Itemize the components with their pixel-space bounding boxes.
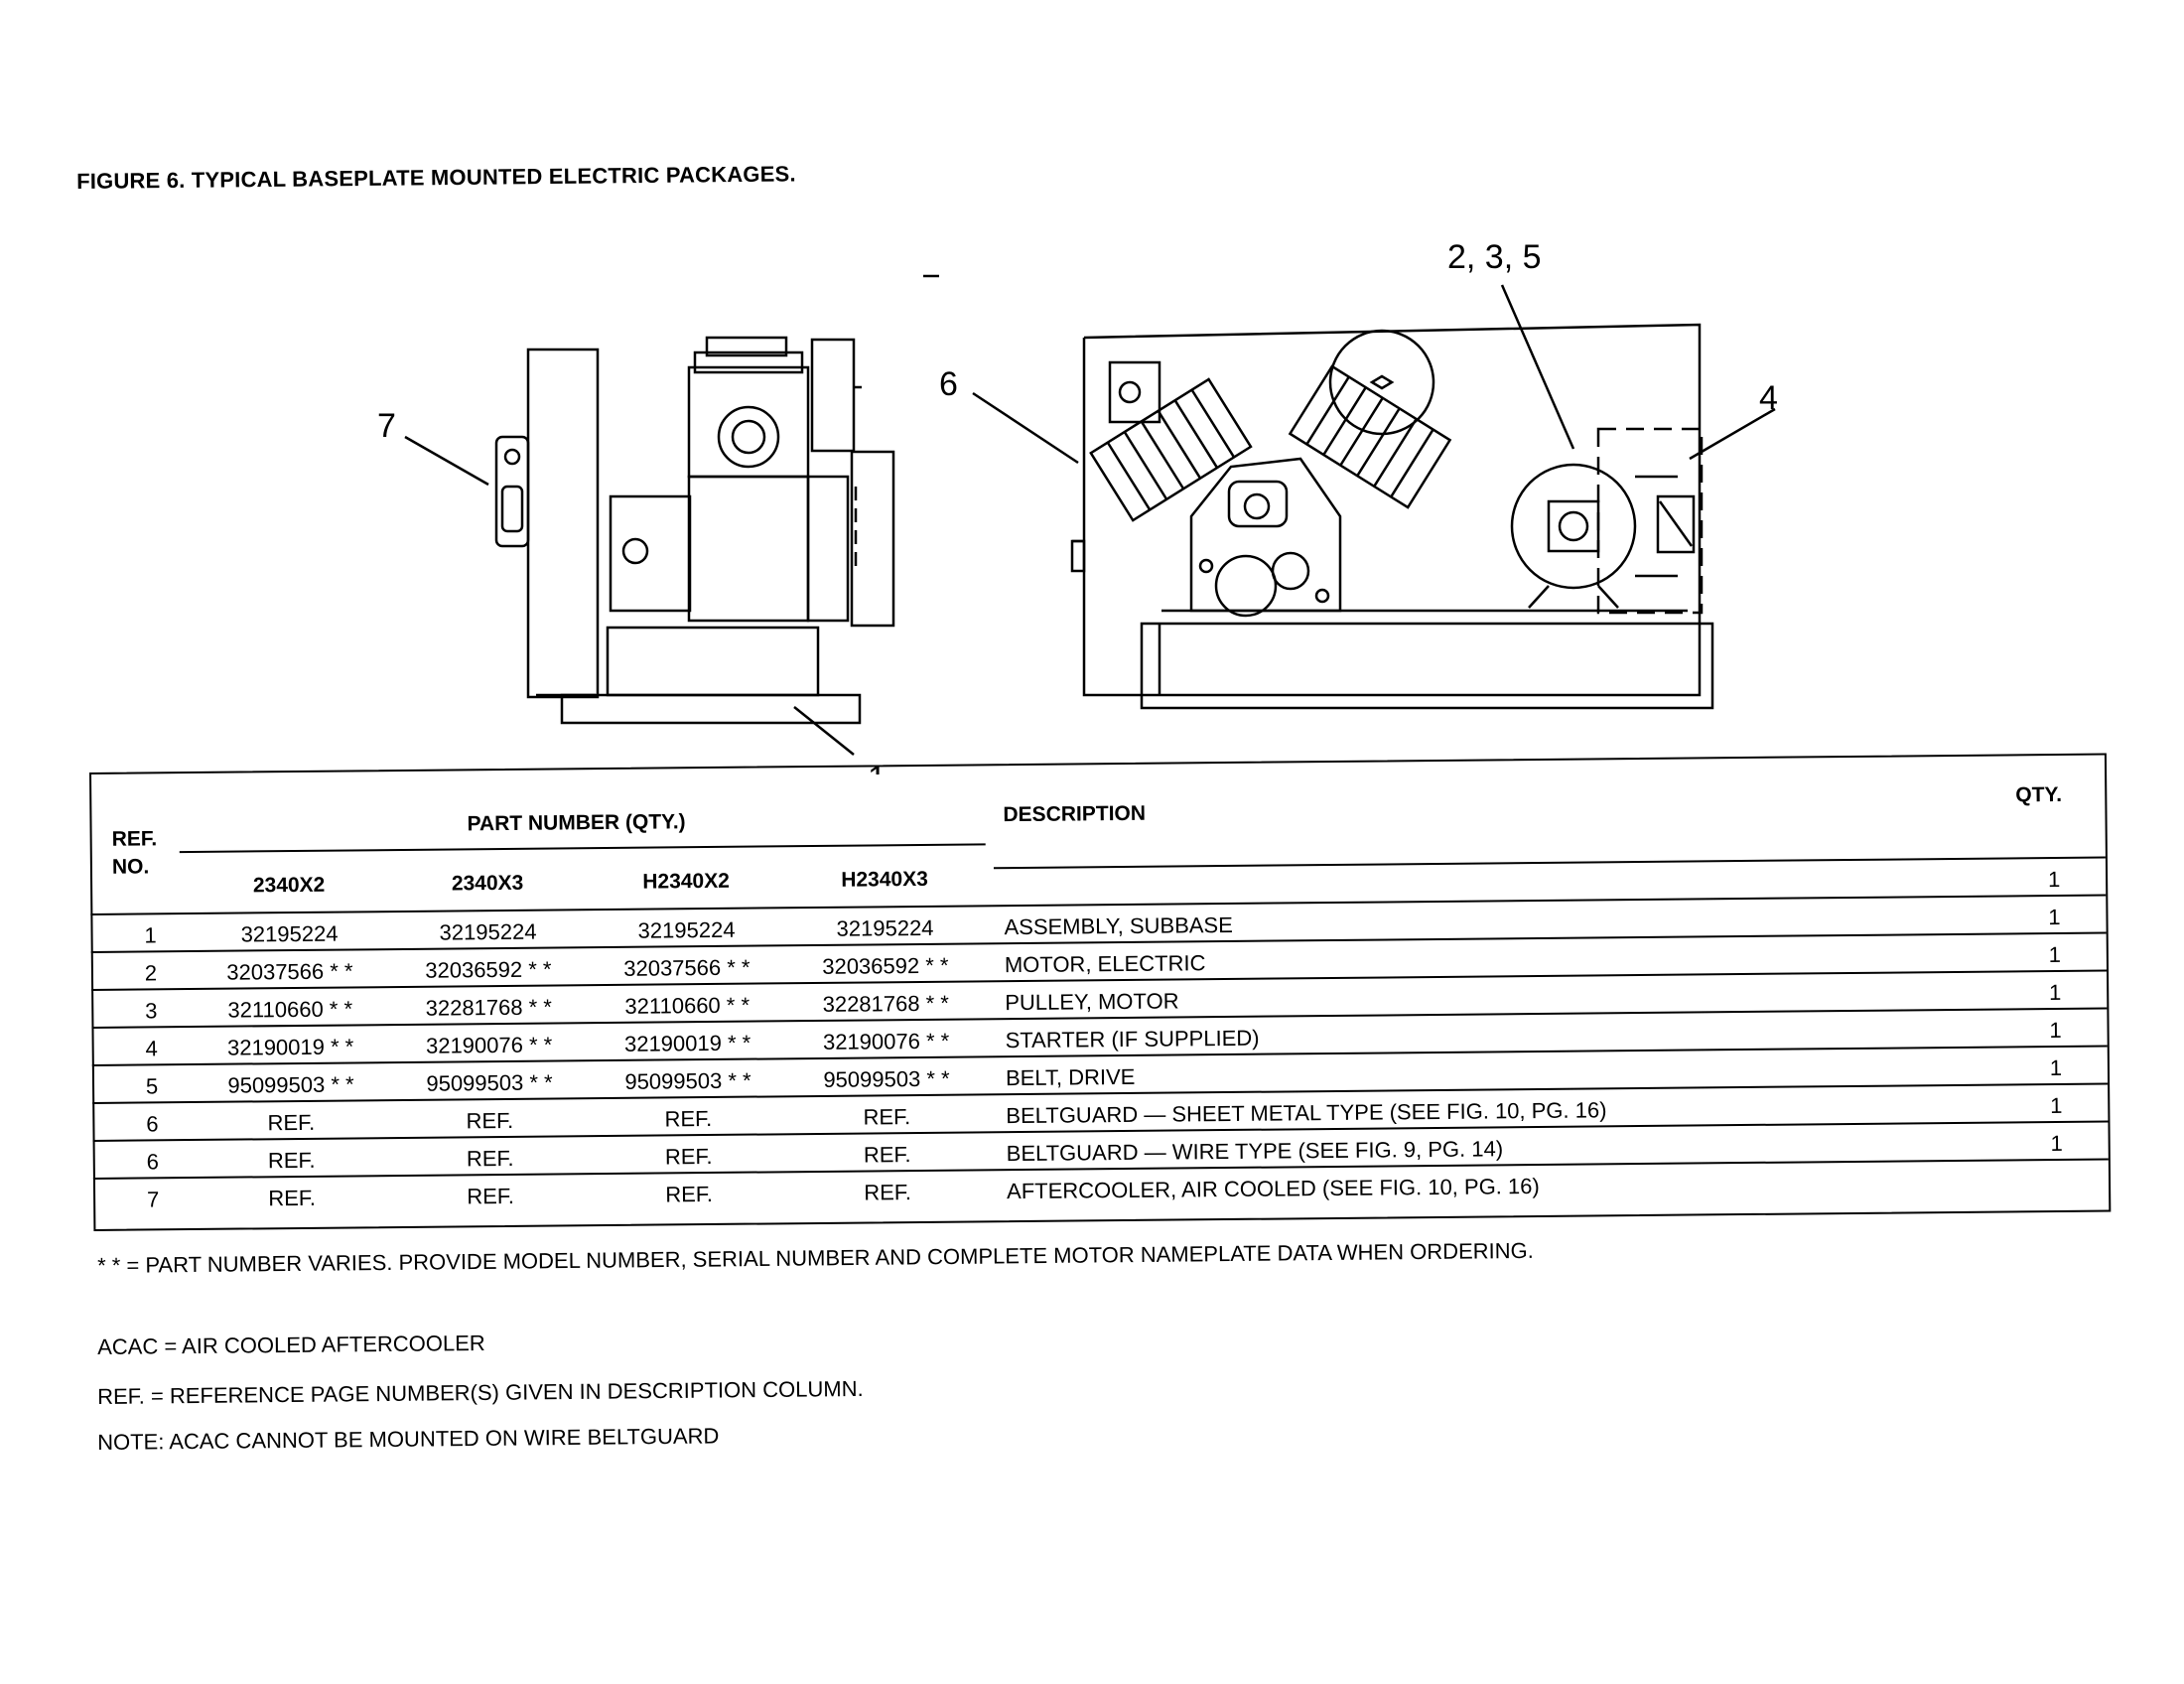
description-cell: PULLEY, MOTOR bbox=[1005, 988, 1179, 1016]
description-cell: STARTER (IF SUPPLIED) bbox=[1005, 1025, 1260, 1053]
model-h2340x2: H2340X2 bbox=[642, 869, 730, 894]
part-number-cell: 32195224 bbox=[637, 916, 736, 943]
callout-1: 1 bbox=[868, 760, 887, 774]
model-2340x2: 2340X2 bbox=[252, 873, 326, 898]
part-number-cell: REF. bbox=[467, 1183, 515, 1209]
part-number-cell: 95099503 * * bbox=[227, 1071, 354, 1098]
part-number-cell: REF. bbox=[466, 1145, 514, 1172]
front-view bbox=[1070, 323, 1714, 710]
part-number-cell: REF. bbox=[863, 1104, 911, 1130]
ref-header: REF. bbox=[111, 827, 158, 851]
part-number-cell: REF. bbox=[863, 1142, 911, 1168]
description-cell: AFTERCOOLER, AIR COOLED (SEE FIG. 10, PG… bbox=[1006, 1173, 1540, 1204]
description-cell: BELT, DRIVE bbox=[1005, 1063, 1136, 1091]
qty-cell: 1 bbox=[2050, 1130, 2063, 1157]
ref-cell: 5 bbox=[145, 1073, 159, 1099]
note-ref-definition: REF. = REFERENCE PAGE NUMBER(S) GIVEN IN… bbox=[97, 1375, 864, 1409]
ref-cell: 4 bbox=[145, 1036, 158, 1061]
part-number-cell: 32190019 * * bbox=[226, 1034, 354, 1060]
part-number-cell: 32195224 bbox=[439, 918, 537, 945]
ref-cell: 2 bbox=[144, 960, 158, 986]
note-acac-mounting: NOTE: ACAC CANNOT BE MOUNTED ON WIRE BEL… bbox=[97, 1423, 720, 1455]
part-number-cell: REF. bbox=[268, 1185, 317, 1211]
callout-6: 6 bbox=[939, 365, 958, 403]
part-number-cell: 32036592 * * bbox=[822, 952, 949, 979]
note-acac-definition: ACAC = AIR COOLED AFTERCOOLER bbox=[97, 1330, 485, 1359]
part-number-cell: 32190019 * * bbox=[623, 1030, 751, 1056]
part-number-cell: 32281768 * * bbox=[425, 994, 553, 1021]
part-number-cell: 32036592 * * bbox=[425, 956, 552, 983]
part-number-cell: REF. bbox=[267, 1109, 316, 1136]
ref-cell: 7 bbox=[146, 1187, 160, 1212]
qty-cell: 1 bbox=[2048, 941, 2062, 968]
qty-cell: 1 bbox=[2048, 904, 2061, 930]
part-number-cell: REF. bbox=[466, 1107, 514, 1134]
part-number-cell: 32190076 * * bbox=[425, 1032, 553, 1058]
qty-cell: 1 bbox=[2049, 1054, 2063, 1081]
part-number-cell: 95099503 * * bbox=[624, 1067, 751, 1094]
part-number-cell: REF. bbox=[664, 1143, 713, 1170]
model-h2340x3: H2340X3 bbox=[841, 867, 928, 892]
model-2340x3: 2340X3 bbox=[451, 871, 524, 896]
qty-header: QTY. bbox=[2015, 782, 2063, 807]
compressor-drawing: 7 1 6 2, 3, 5 4 bbox=[377, 238, 1778, 774]
part-number-cell: REF. bbox=[267, 1147, 316, 1174]
ref-cell: 6 bbox=[146, 1111, 159, 1137]
side-view bbox=[494, 336, 895, 725]
qty-cell: 1 bbox=[2050, 1092, 2063, 1119]
part-number-cell: 95099503 * * bbox=[823, 1065, 950, 1092]
callout-7: 7 bbox=[377, 407, 396, 445]
part-number-cell: 32110660 * * bbox=[624, 992, 751, 1019]
part-number-cell: 32110660 * * bbox=[227, 996, 353, 1023]
description-cell: ASSEMBLY, SUBBASE bbox=[1004, 912, 1233, 940]
no-header: NO. bbox=[111, 855, 150, 879]
part-number-cell: 32037566 * * bbox=[623, 954, 751, 981]
qty-cell: 1 bbox=[2049, 1017, 2062, 1044]
qty-cell: 1 bbox=[2048, 979, 2062, 1006]
parts-table: REF. NO. PART NUMBER (QTY.) DESCRIPTION … bbox=[89, 753, 2112, 1231]
part-number-cell: 32195224 bbox=[240, 920, 339, 947]
part-number-cell: REF. bbox=[665, 1181, 714, 1207]
part-number-cell: 95099503 * * bbox=[426, 1069, 553, 1096]
part-number-cell: 32037566 * * bbox=[226, 958, 353, 985]
ref-cell: 3 bbox=[145, 998, 158, 1024]
part-number-cell: 32195224 bbox=[836, 914, 934, 941]
part-number-cell: REF. bbox=[864, 1180, 912, 1205]
description-cell: MOTOR, ELECTRIC bbox=[1004, 950, 1206, 978]
ref-cell: 1 bbox=[144, 922, 157, 948]
part-number-header: PART NUMBER (QTY.) bbox=[467, 810, 686, 836]
callout-2-3-5: 2, 3, 5 bbox=[1447, 238, 1542, 276]
callout-4: 4 bbox=[1759, 379, 1778, 417]
part-number-cell: 32281768 * * bbox=[822, 990, 949, 1017]
description-cell: BELTGUARD — WIRE TYPE (SEE FIG. 9, PG. 1… bbox=[1006, 1136, 1504, 1167]
qty-cell: 1 bbox=[2047, 866, 2061, 893]
description-header: DESCRIPTION bbox=[1003, 801, 1147, 827]
part-number-cell: REF. bbox=[664, 1105, 713, 1132]
part-number-cell: 32190076 * * bbox=[822, 1028, 950, 1054]
note-part-number-varies: * * = PART NUMBER VARIES. PROVIDE MODEL … bbox=[97, 1237, 1534, 1278]
ref-cell: 6 bbox=[146, 1149, 160, 1175]
